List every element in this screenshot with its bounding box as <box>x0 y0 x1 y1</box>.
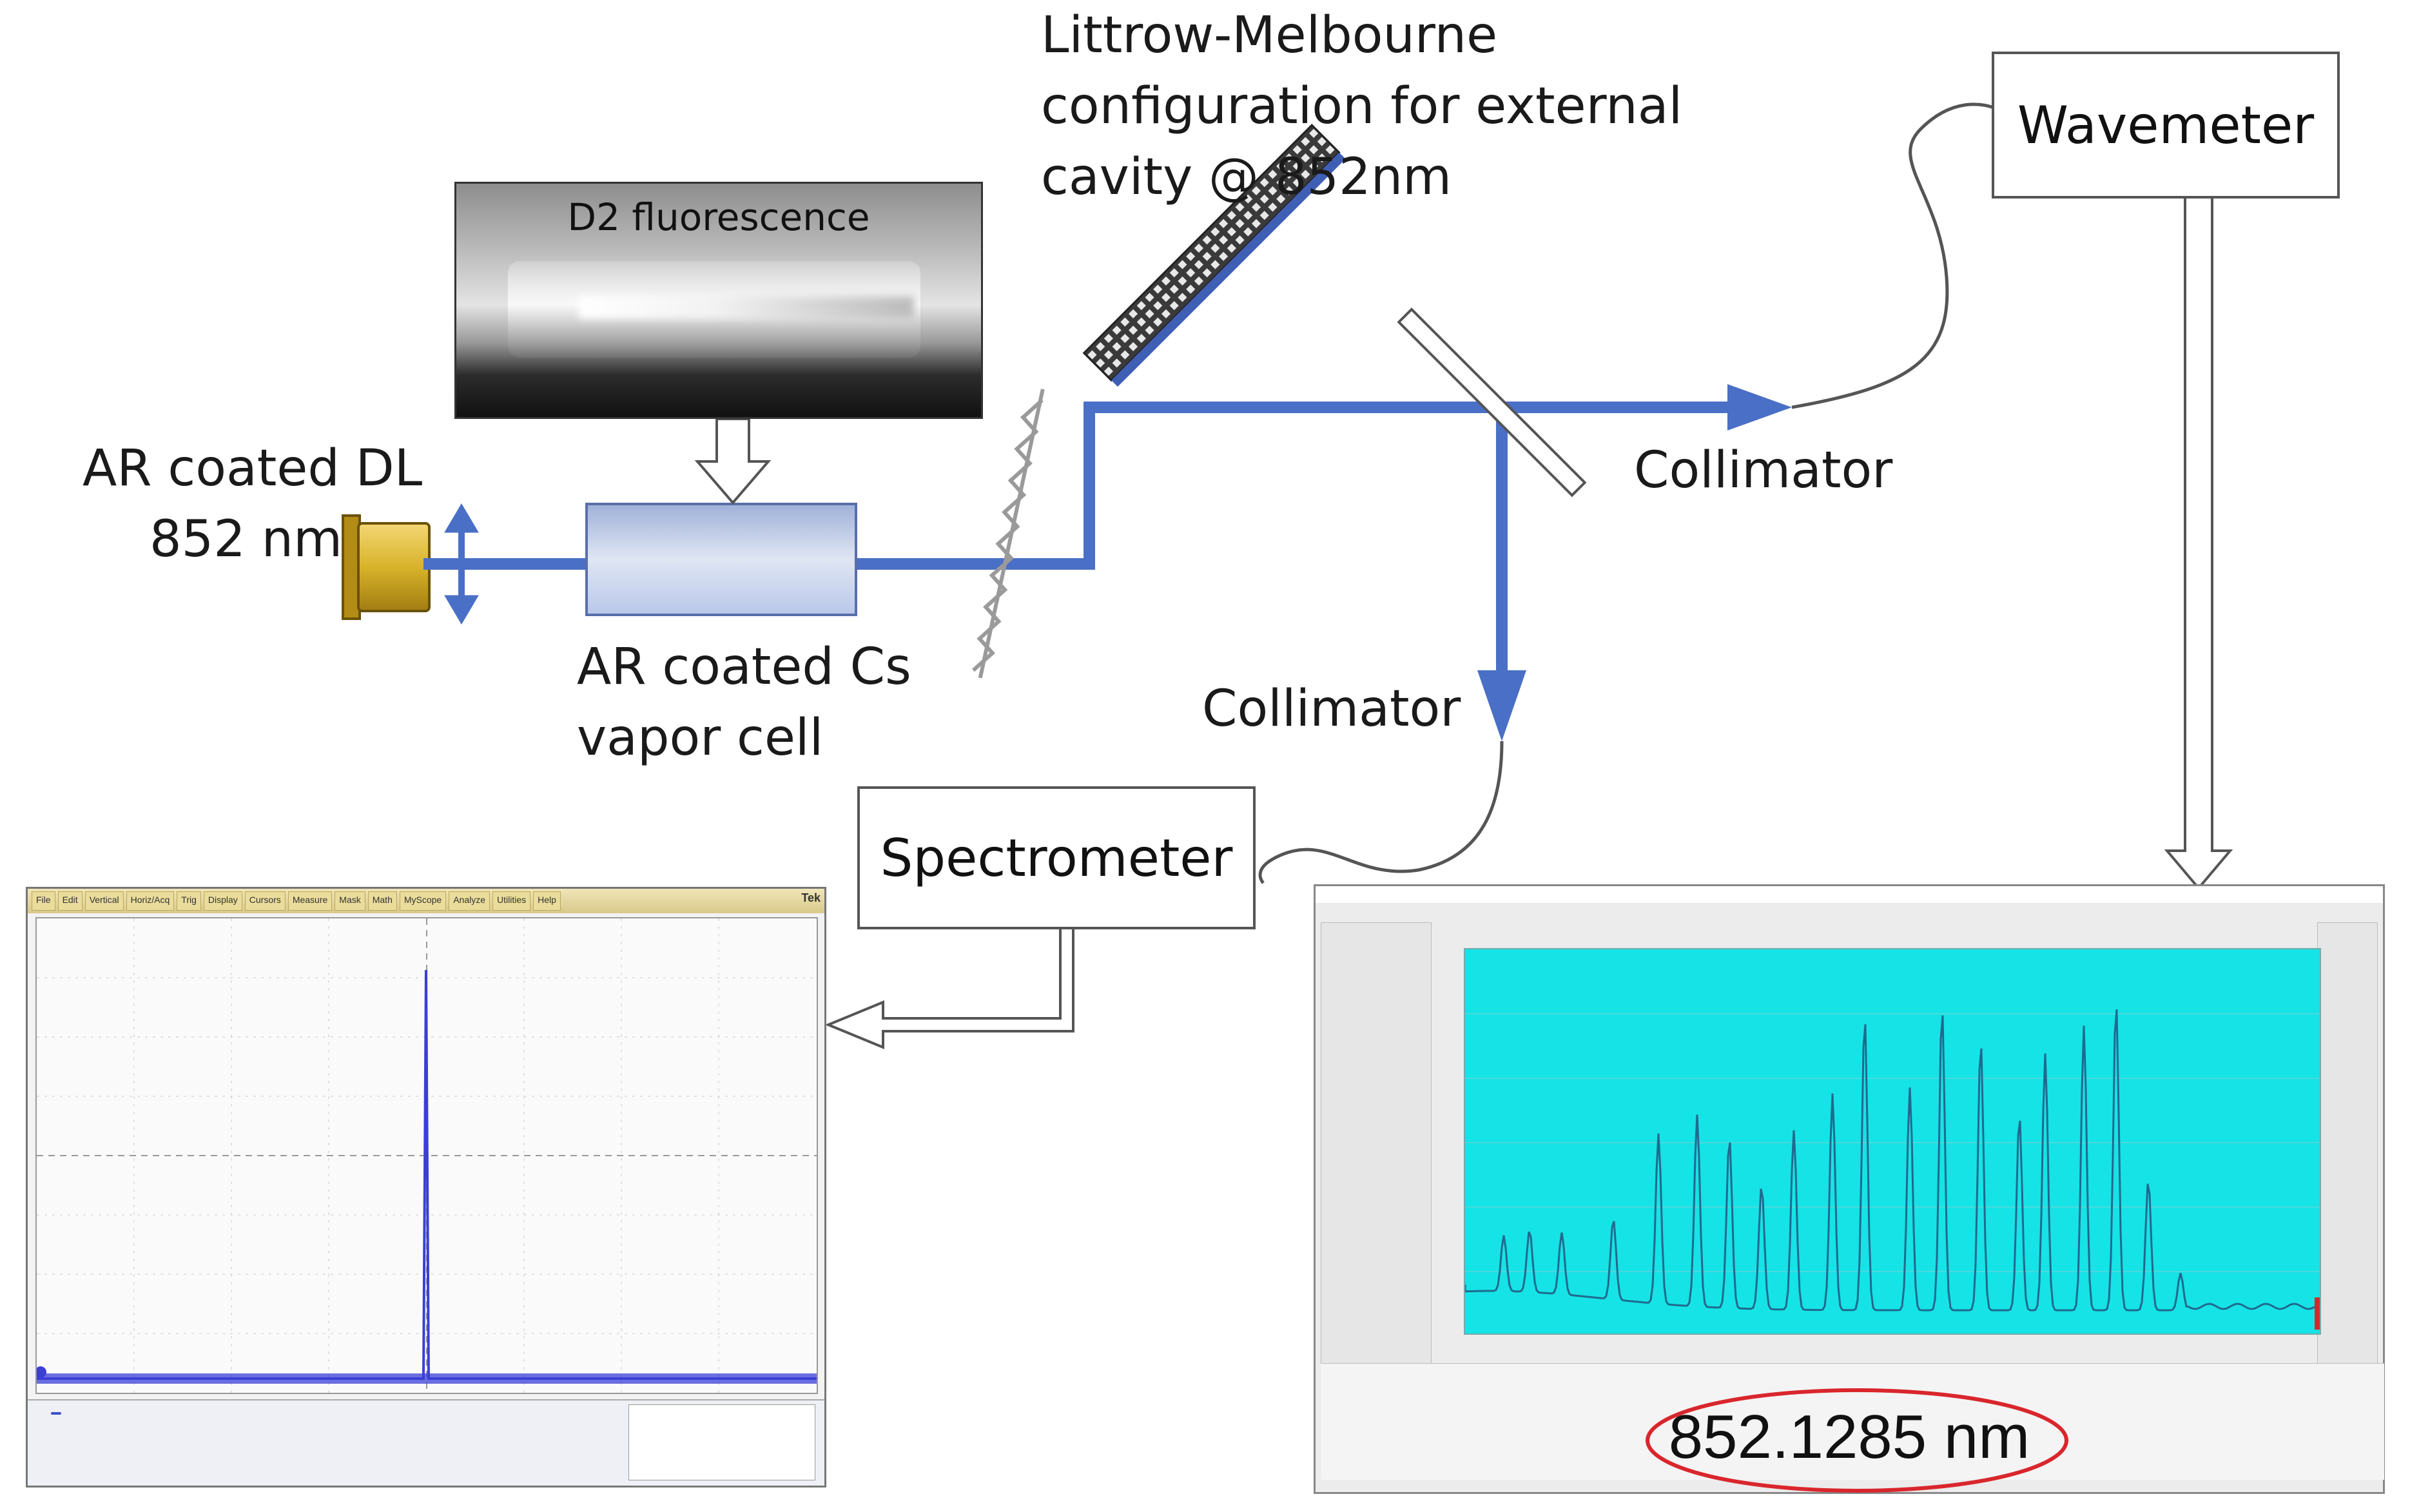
config-label-line2: configuration for external <box>1041 77 1683 135</box>
beam-splitter <box>1397 307 1587 498</box>
scope-brand: Tek <box>801 891 821 904</box>
config-label: Littrow-Melbourne configuration for exte… <box>1041 0 1682 213</box>
scope-menu-item[interactable]: Display <box>203 891 242 911</box>
photo-caption: D2 fluorescence <box>567 195 870 239</box>
grating-profile-staircase <box>971 389 1045 679</box>
scope-menu-item[interactable]: MyScope <box>399 891 447 911</box>
wavemeter-reading: 852.1285 nm <box>1668 1402 2030 1471</box>
laser-label-line1: AR coated DL <box>83 440 423 498</box>
beam-arrowhead-down <box>1477 670 1526 741</box>
photo-to-cell-arrow <box>694 418 772 505</box>
wm-titlebar <box>1316 886 2383 903</box>
diffraction-grating <box>1082 124 1346 387</box>
scope-menu-item[interactable]: Vertical <box>84 891 124 911</box>
scope-menu-item[interactable]: Utilities <box>492 891 531 911</box>
wm-spectrum-trace <box>1464 1009 2320 1312</box>
scope-menu-item[interactable]: Trig <box>177 891 201 911</box>
beam-arrowhead-right <box>1727 384 1792 431</box>
wavemeter-box: Wavemeter <box>1992 52 2340 199</box>
scope-menu-item[interactable]: Analyze <box>449 891 491 911</box>
scope-menu-item[interactable]: Horiz/Acq <box>126 891 175 911</box>
wm-menubar <box>1316 903 2383 917</box>
spectrometer-label: Spectrometer <box>880 828 1233 888</box>
fiber-to-wavemeter <box>1791 102 1999 409</box>
wm-spectrum-plot <box>1464 948 2321 1335</box>
wm-left-panel <box>1321 922 1432 1375</box>
scope-status-bar <box>28 1399 824 1486</box>
scope-menu-item[interactable]: Math <box>367 891 397 911</box>
scope-info-panel <box>628 1404 815 1480</box>
config-label-line1: Littrow-Melbourne <box>1041 6 1498 64</box>
scope-menu-item[interactable]: Measure <box>287 891 333 911</box>
wm-result-area <box>1321 1363 2384 1480</box>
spectrometer-output-arrow <box>824 927 1074 1049</box>
spectrometer-box: Spectrometer <box>857 786 1256 929</box>
fiber-to-spectrometer <box>1258 741 1504 884</box>
collimator-label-top: Collimator <box>1634 441 1893 499</box>
wavemeter-label: Wavemeter <box>2017 95 2315 155</box>
laser-diode <box>342 514 431 620</box>
wm-spectrum-svg <box>1464 1009 2320 1330</box>
scope-menu-item[interactable]: Edit <box>57 891 83 911</box>
laser-label-line2: 852 nm <box>150 510 343 568</box>
fluorescence-photo: D2 fluorescence <box>454 182 983 419</box>
cell-label: AR coated Cs vapor cell <box>577 632 911 773</box>
scope-menu-item[interactable]: Mask <box>335 891 365 911</box>
fluorescence-glow <box>579 296 914 318</box>
cell-label-line2: vapor cell <box>577 709 824 767</box>
laser-label: AR coated DL 852 nm <box>83 433 422 575</box>
scope-menu-item[interactable]: File <box>32 891 55 911</box>
scope-screen <box>35 917 818 1394</box>
cell-label-line1: AR coated Cs <box>577 638 911 696</box>
scope-menu-item[interactable]: Help <box>533 891 561 911</box>
cs-vapor-cell <box>585 503 857 616</box>
wavemeter-output-arrow <box>2164 192 2233 891</box>
wm-right-panel <box>2317 922 2378 1375</box>
config-label-line3: cavity @ 852nm <box>1041 148 1452 206</box>
collimator-label-bottom: Collimator <box>1202 680 1461 738</box>
scope-channel-badge <box>51 1412 61 1415</box>
reading-highlight-ellipse <box>1646 1388 2068 1493</box>
scope-trace-plot <box>35 918 817 1393</box>
scope-menu-item[interactable]: Cursors <box>244 891 286 911</box>
wavemeter-software-screenshot: 852.1285 nm <box>1314 884 2385 1494</box>
